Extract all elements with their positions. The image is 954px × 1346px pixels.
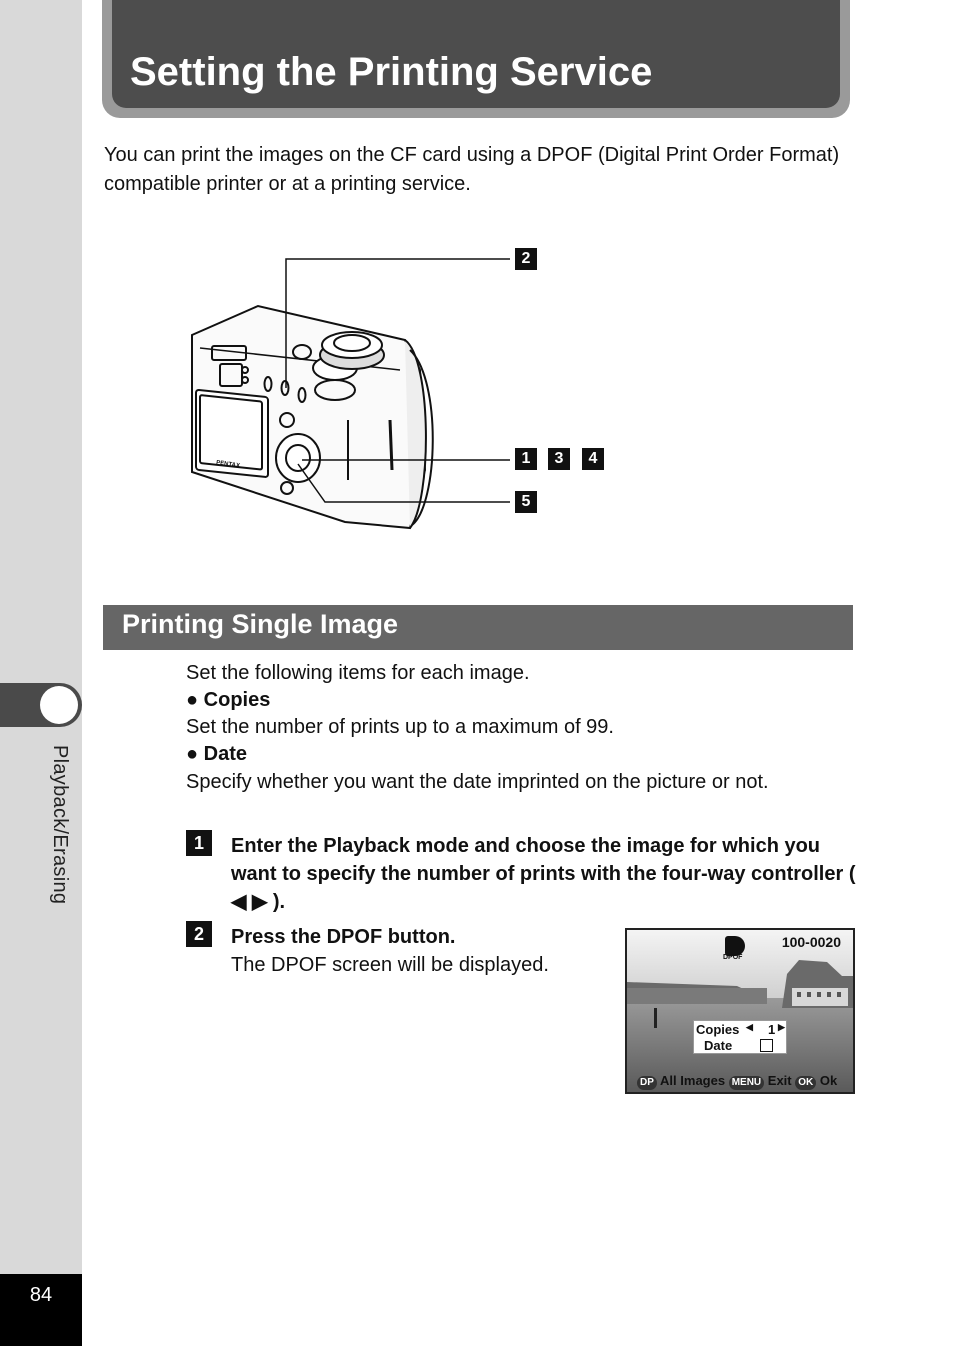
- step-text-1: Enter the Playback mode and choose the i…: [231, 835, 856, 913]
- step-subtext-2: The DPOF screen will be displayed.: [231, 954, 549, 976]
- page-title: Setting the Printing Service: [130, 50, 653, 94]
- left-arrow-icon: ◀: [746, 1022, 753, 1032]
- dpof-icon: [725, 936, 745, 956]
- dpof-settings-panel: Copies ◀ 1 ▶ Date: [693, 1020, 787, 1054]
- page-number-box: [0, 1274, 82, 1346]
- copies-value: 1: [768, 1022, 776, 1037]
- camera-illustration: PENTAX: [191, 258, 510, 530]
- svg-text:PENTAX: PENTAX: [216, 460, 241, 469]
- chapter-label: Playback/Erasing: [49, 745, 71, 905]
- callout-2: 2: [515, 248, 537, 270]
- all-images-label: All Images: [660, 1073, 726, 1088]
- date-heading: ● Date: [186, 741, 247, 768]
- date-heading-text: Date: [203, 743, 248, 765]
- chapter-tab-circle: [40, 686, 78, 724]
- section-header-bar: [103, 605, 853, 650]
- dp-button-icon: DP: [637, 1076, 657, 1090]
- callout-5: 5: [515, 491, 537, 513]
- date-checkbox: [760, 1039, 773, 1052]
- intro-text: You can print the images on the CF card …: [104, 144, 840, 195]
- date-label: Date: [704, 1038, 733, 1053]
- copies-label: Copies: [696, 1022, 740, 1037]
- ok-button-icon: OK: [795, 1076, 817, 1090]
- bullet-icon: ●: [186, 689, 199, 711]
- callout-4: 4: [582, 448, 604, 470]
- copies-heading: ● Copies: [186, 687, 270, 714]
- lcd-button-guide: DP All Images MENU Exit OK Ok: [637, 1073, 837, 1090]
- section-title: Printing Single Image: [122, 609, 399, 639]
- lcd-dpof-screen: DPOF 100-0020 Copies ◀ 1 ▶ Date DP All I…: [625, 928, 855, 1094]
- ok-label: Ok: [819, 1073, 838, 1088]
- step-text-2: Press the DPOF button.: [231, 926, 456, 948]
- dpof-label: DPOF: [723, 954, 743, 961]
- section-lead: Set the following items for each image.: [186, 662, 530, 684]
- page-number: 84: [29, 1284, 53, 1306]
- exit-label: Exit: [767, 1073, 792, 1088]
- right-arrow-icon: ▶: [778, 1022, 785, 1032]
- file-number: 100-0020: [781, 934, 841, 950]
- step-number-2: 2: [186, 921, 212, 947]
- callout-3: 3: [548, 448, 570, 470]
- callout-1: 1: [515, 448, 537, 470]
- menu-button-icon: MENU: [728, 1076, 765, 1090]
- bullet-icon: ●: [186, 743, 199, 765]
- chapter-sidebar: [0, 0, 82, 1346]
- date-text: Specify whether you want the date imprin…: [186, 771, 769, 793]
- title-banner: [112, 0, 840, 108]
- copies-heading-text: Copies: [203, 689, 271, 711]
- copies-text: Set the number of prints up to a maximum…: [186, 716, 614, 738]
- step-number-1: 1: [186, 830, 212, 856]
